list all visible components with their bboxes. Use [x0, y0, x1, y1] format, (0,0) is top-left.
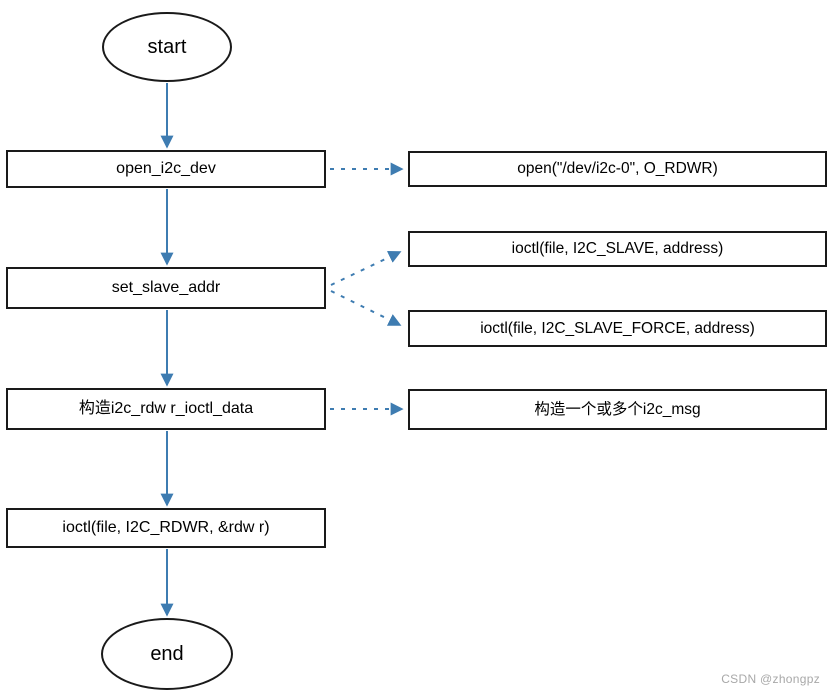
node-end-label: end	[150, 643, 184, 665]
node-ioctl-slave-label: ioctl(file, I2C_SLAVE, address)	[511, 240, 724, 258]
node-build-msgs-label: 构造一个或多个i2c_msg	[534, 400, 701, 418]
node-end: end	[101, 618, 233, 690]
node-start-label: start	[147, 36, 187, 58]
node-build-msgs: 构造一个或多个i2c_msg	[408, 389, 827, 430]
node-ioctl-slave-force: ioctl(file, I2C_SLAVE_FORCE, address)	[408, 310, 827, 347]
node-ioctl-rdwr: ioctl(file, I2C_RDWR, &rdw r)	[6, 508, 326, 548]
node-open-call-label: open("/dev/i2c-0", O_RDWR)	[517, 160, 718, 178]
node-build-rdwr-struct-label: 构造i2c_rdw r_ioctl_data	[78, 400, 254, 418]
node-set-slave-addr: set_slave_addr	[6, 267, 326, 309]
node-open-i2c-dev: open_i2c_dev	[6, 150, 326, 188]
node-ioctl-slave: ioctl(file, I2C_SLAVE, address)	[408, 231, 827, 267]
node-open-call: open("/dev/i2c-0", O_RDWR)	[408, 151, 827, 187]
dotted-arrow-setslave-to-ioctlslave	[330, 251, 402, 286]
node-start: start	[102, 12, 232, 82]
node-ioctl-slave-force-label: ioctl(file, I2C_SLAVE_FORCE, address)	[480, 319, 755, 337]
node-ioctl-rdwr-label: ioctl(file, I2C_RDWR, &rdw r)	[62, 519, 270, 537]
node-build-rdwr-struct: 构造i2c_rdw r_ioctl_data	[6, 388, 326, 430]
node-open-i2c-dev-label: open_i2c_dev	[116, 160, 216, 178]
node-set-slave-addr-label: set_slave_addr	[111, 279, 221, 297]
dotted-arrow-setslave-to-ioctlslaveforce	[330, 290, 402, 326]
watermark: CSDN @zhongpz	[721, 672, 820, 686]
